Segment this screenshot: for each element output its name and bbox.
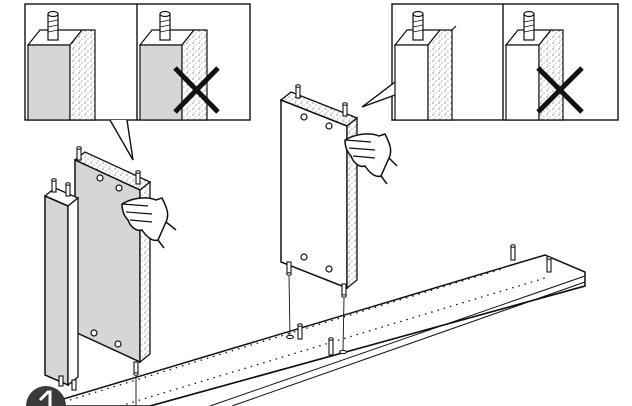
callout-pointer-right bbox=[361, 81, 396, 108]
dowel-icon bbox=[510, 244, 516, 261]
dowel-icon bbox=[159, 10, 171, 41]
inset-left-group bbox=[24, 3, 251, 161]
dowel-icon bbox=[523, 10, 535, 41]
dowel-icon bbox=[546, 256, 552, 273]
callout-pointer-left bbox=[109, 119, 134, 161]
dowel-icon bbox=[58, 375, 64, 387]
dowel-icon bbox=[51, 178, 57, 193]
wrong-cross-icon bbox=[173, 66, 220, 114]
hand-press-icon bbox=[121, 197, 177, 249]
dowel-icon bbox=[133, 361, 139, 376]
side-strip-panel bbox=[43, 178, 80, 391]
dowel-icon bbox=[286, 261, 292, 276]
dowel-icon bbox=[295, 84, 301, 99]
dowel-icon bbox=[297, 323, 303, 340]
inset-right-group bbox=[361, 3, 619, 121]
dowel-icon bbox=[71, 379, 77, 391]
inset-correct-left bbox=[26, 10, 96, 121]
dowel-icon bbox=[412, 10, 424, 41]
center-panel bbox=[279, 84, 359, 351]
dowel-icon bbox=[341, 283, 347, 298]
dowel-icon bbox=[342, 102, 348, 117]
wrong-cross-icon bbox=[536, 66, 584, 114]
inset-wrong-right bbox=[504, 10, 584, 121]
base-board bbox=[39, 244, 586, 406]
inset-wrong-left bbox=[138, 10, 220, 121]
hand-press-icon bbox=[344, 133, 398, 185]
dowel-icon bbox=[65, 182, 71, 197]
left-panel bbox=[73, 146, 152, 406]
dowel-icon bbox=[47, 10, 59, 41]
dowel-icon bbox=[328, 337, 334, 356]
dowel-icon bbox=[135, 170, 141, 185]
dowel-icon bbox=[76, 146, 82, 161]
step-badge-icon bbox=[26, 386, 66, 406]
inset-correct-right bbox=[393, 10, 457, 121]
